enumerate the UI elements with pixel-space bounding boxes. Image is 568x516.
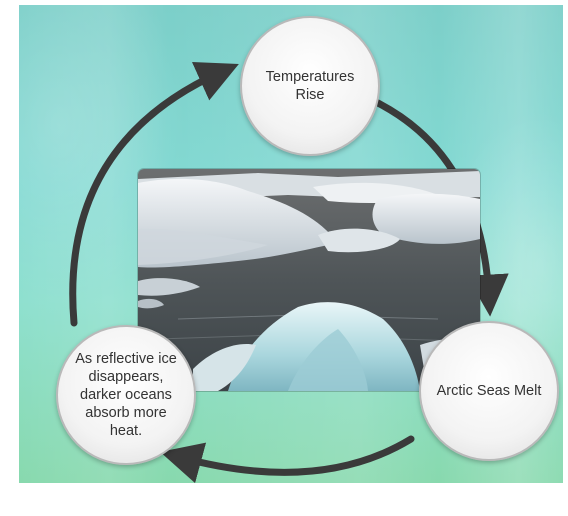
node-temperatures-rise: Temperatures Rise bbox=[240, 16, 380, 156]
node-arctic-seas-melt: Arctic Seas Melt bbox=[419, 321, 559, 461]
node-temperatures-rise-label: Temperatures Rise bbox=[265, 69, 355, 103]
node-darker-oceans-absorb-heat: As reflective ice disappears, darker oce… bbox=[56, 325, 196, 465]
cycle-diagram-panel: Temperatures Rise Arctic Seas Melt As re… bbox=[19, 5, 563, 483]
melting-ice-photo bbox=[138, 169, 480, 391]
node-arctic-seas-melt-label: Arctic Seas Melt bbox=[436, 383, 542, 399]
arrow-right-to-left bbox=[160, 435, 415, 483]
node-darker-oceans-absorb-heat-label: As reflective ice disappears, darker oce… bbox=[75, 351, 177, 439]
ice-image bbox=[138, 169, 480, 391]
arrow-left-to-top bbox=[69, 62, 239, 327]
